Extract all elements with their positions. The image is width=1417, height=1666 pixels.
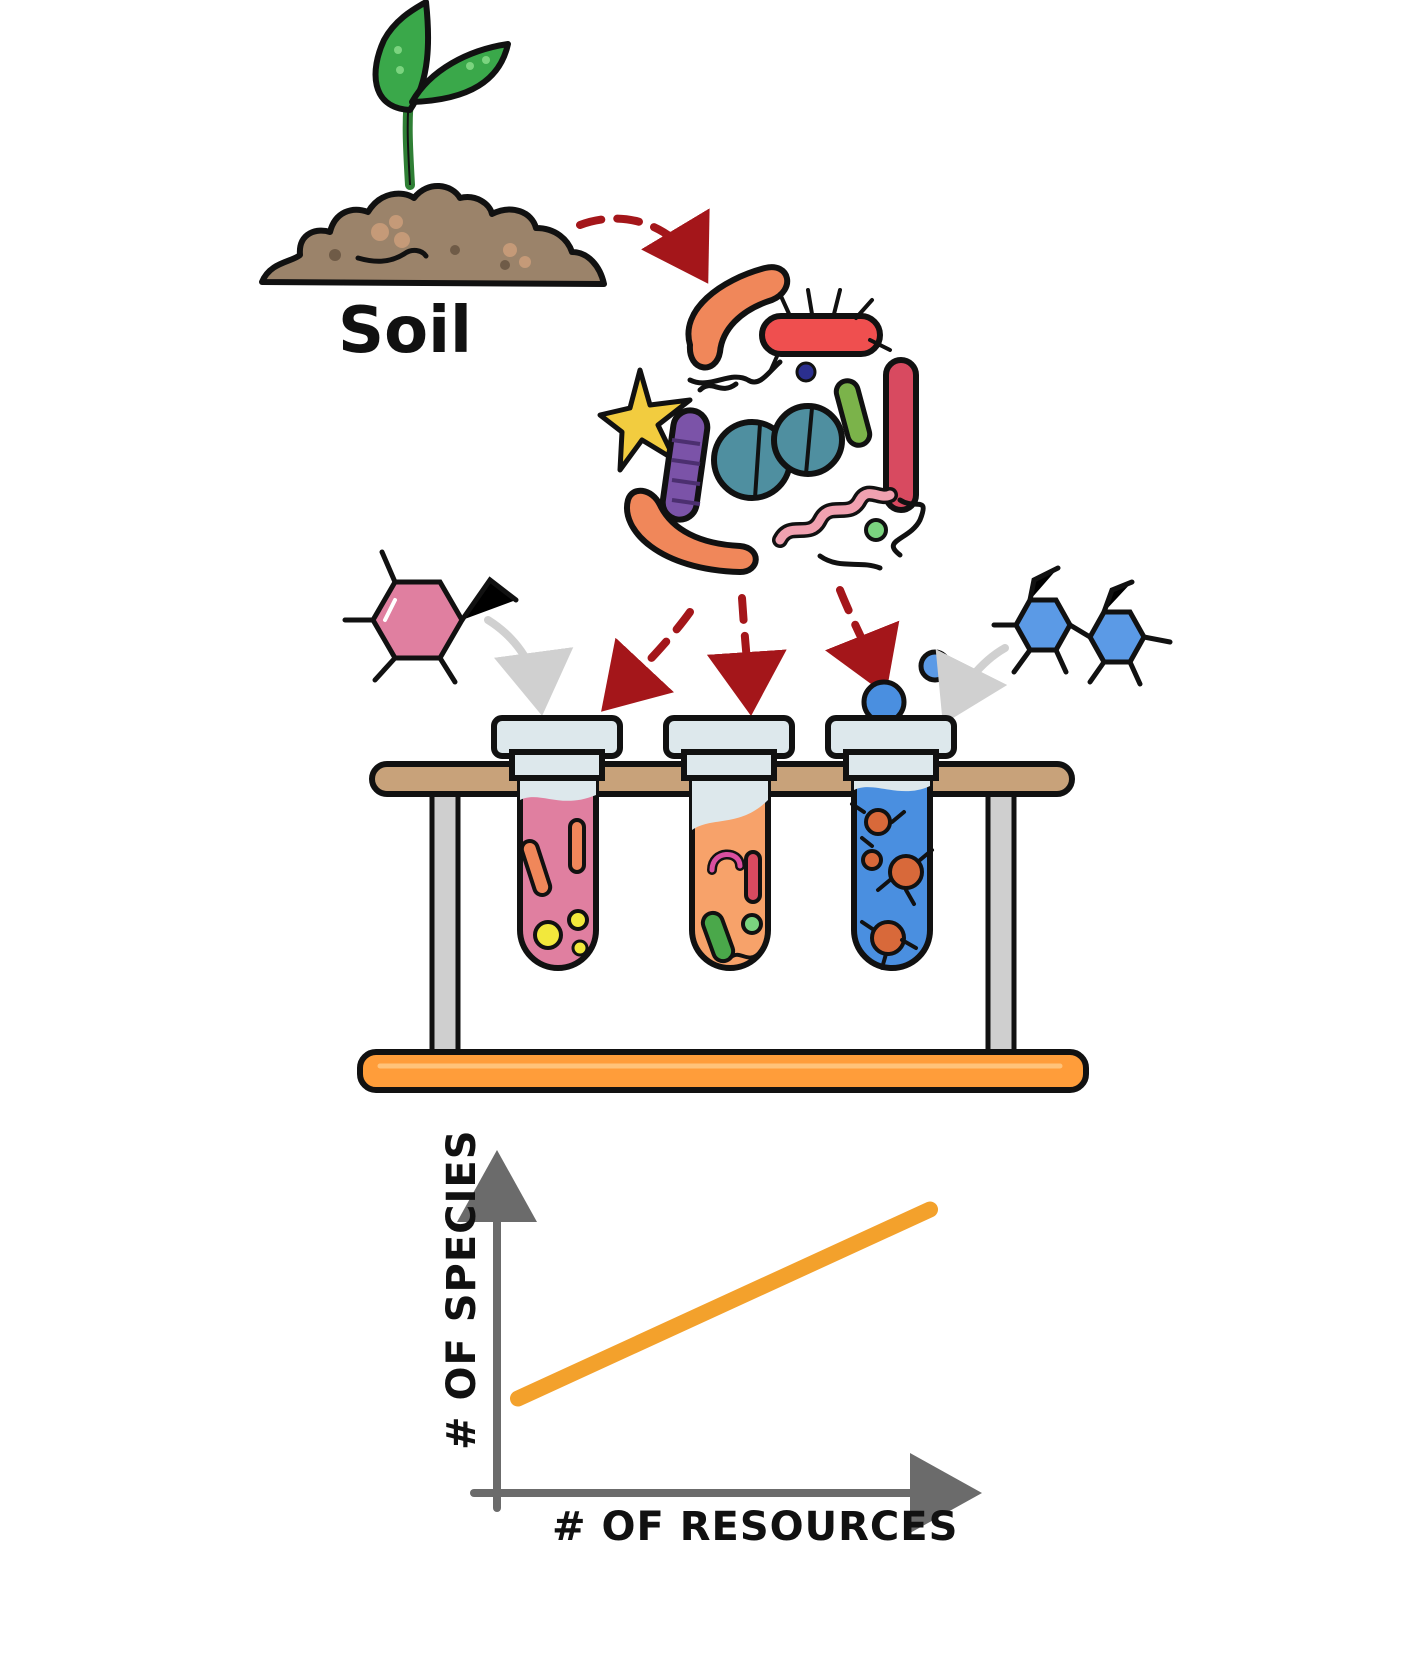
microbe-orange-curved-rod <box>624 487 759 576</box>
species-vs-resources-chart: # OF RESOURCES # OF SPECIES <box>439 1129 982 1550</box>
sprout <box>372 0 511 190</box>
microbe-purple-rod <box>659 407 711 523</box>
arrow-microbes-to-tube-1 <box>601 608 694 712</box>
microbe-red-ciliated <box>759 288 892 374</box>
arrow-soil-to-microbes <box>576 208 710 284</box>
series-line-0 <box>510 1201 938 1407</box>
rack-leg-left <box>429 781 461 1057</box>
blue-bubble <box>918 649 952 683</box>
soil-label: Soil <box>338 294 472 368</box>
blue-molecule <box>991 565 1173 687</box>
microbe-community <box>597 264 926 576</box>
microbe-yellow-star <box>597 367 693 473</box>
soil-pile <box>259 183 607 287</box>
rack-leg-right <box>985 781 1017 1057</box>
chart-series <box>510 1201 938 1407</box>
y-axis-label: # OF SPECIES <box>439 1129 485 1450</box>
x-axis-label: # OF RESOURCES <box>552 1504 958 1550</box>
test-tube-blue <box>825 679 957 971</box>
pink-molecule <box>342 549 519 685</box>
rack-base <box>357 1049 1089 1093</box>
test-tube-pink <box>491 715 623 971</box>
microbe-orange-rod <box>685 264 791 371</box>
arrow-blue-molecule-to-tube-3 <box>935 644 1009 725</box>
microbe-red-long-rod <box>883 357 919 513</box>
arrow-pink-molecule-to-tube-1 <box>484 616 574 716</box>
test-tube-orange <box>663 715 795 971</box>
arrow-microbes-to-tube-3 <box>825 586 900 695</box>
arrow-microbes-to-tube-2 <box>706 594 787 716</box>
